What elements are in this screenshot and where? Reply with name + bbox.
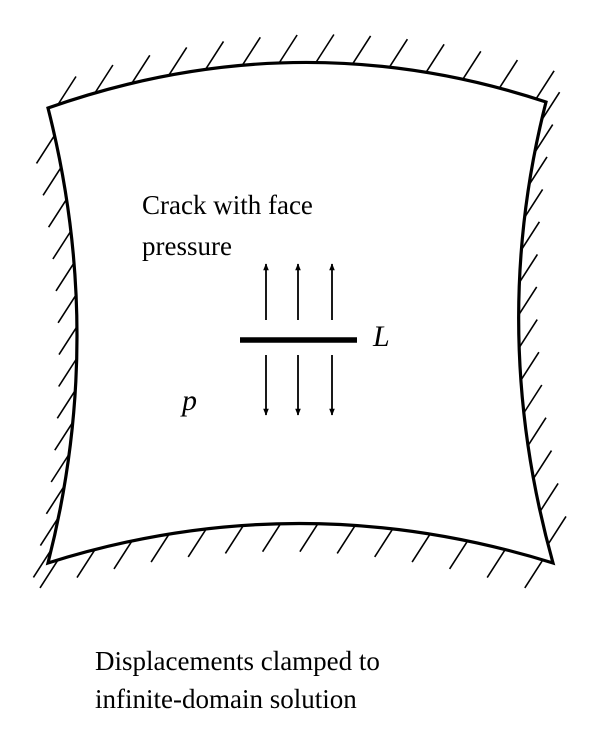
hatch-mark	[261, 523, 282, 553]
right-clamp-hatching	[518, 91, 567, 545]
hatch-mark	[131, 54, 151, 84]
hatch-mark	[52, 230, 72, 260]
length-symbol: L	[372, 320, 390, 353]
hatch-mark	[42, 166, 62, 196]
hatch-mark	[58, 358, 78, 387]
hatch-mark	[539, 482, 559, 512]
pressure-arrows-up	[263, 263, 335, 320]
hatch-mark	[524, 559, 544, 589]
hatch-mark	[520, 221, 541, 251]
hatch-mark	[56, 389, 76, 419]
hatch-mark	[523, 384, 543, 414]
hatch-mark	[527, 417, 547, 447]
hatch-mark	[498, 59, 519, 89]
hatch-mark	[336, 524, 356, 554]
hatch-mark	[535, 70, 555, 100]
hatch-mark	[520, 351, 540, 381]
hatch-mark	[76, 549, 96, 579]
hatch-mark	[518, 319, 538, 349]
hatch-mark	[39, 517, 60, 547]
hatch-mark	[39, 559, 59, 589]
crack-label-line2: pressure	[142, 231, 232, 261]
hatch-mark	[187, 528, 207, 558]
hatch-mark	[55, 262, 75, 292]
hatch-mark	[58, 326, 78, 356]
hatch-mark	[57, 294, 77, 324]
caption-line2: infinite-domain solution	[95, 684, 357, 714]
hatch-mark	[523, 188, 544, 218]
hatch-mark	[351, 35, 372, 65]
pressure-symbol: p	[180, 384, 197, 417]
hatch-mark	[486, 549, 506, 579]
left-clamp-hatching	[32, 134, 78, 578]
hatch-mark	[448, 540, 469, 570]
pressure-arrows-down	[263, 355, 335, 416]
hatch-mark	[425, 43, 445, 73]
hatch-mark	[278, 34, 298, 64]
hatch-mark	[45, 485, 66, 515]
hatch-mark	[518, 286, 538, 316]
hatch-mark	[462, 50, 482, 80]
hatch-mark	[47, 198, 68, 228]
hatch-mark	[57, 76, 77, 105]
hatch-mark	[204, 40, 225, 70]
hatch-mark	[388, 38, 409, 68]
hatch-mark	[540, 91, 561, 121]
hatch-mark	[32, 548, 53, 578]
hatch-mark	[547, 515, 567, 545]
hatch-mark	[534, 124, 554, 154]
domain-boundary	[45, 60, 556, 566]
hatch-mark	[411, 533, 431, 563]
hatch-mark	[518, 253, 539, 283]
hatch-mark	[113, 540, 133, 570]
top-clamp-hatching	[57, 34, 555, 105]
hatch-mark	[532, 450, 553, 480]
hatch-mark	[168, 46, 188, 76]
crack-label-line1: Crack with face	[142, 190, 313, 220]
hatch-mark	[150, 533, 170, 563]
caption-line1: Displacements clamped to	[95, 646, 380, 676]
hatch-mark	[241, 36, 261, 66]
hatch-mark	[94, 64, 114, 94]
hatch-mark	[299, 523, 319, 553]
hatch-mark	[528, 156, 548, 186]
bottom-clamp-hatching	[39, 523, 544, 589]
hatch-mark	[224, 524, 245, 554]
hatch-mark	[35, 134, 56, 164]
hatch-mark	[50, 453, 70, 483]
hatch-mark	[54, 421, 74, 451]
hatch-mark	[315, 34, 335, 63]
hatch-mark	[374, 528, 394, 558]
